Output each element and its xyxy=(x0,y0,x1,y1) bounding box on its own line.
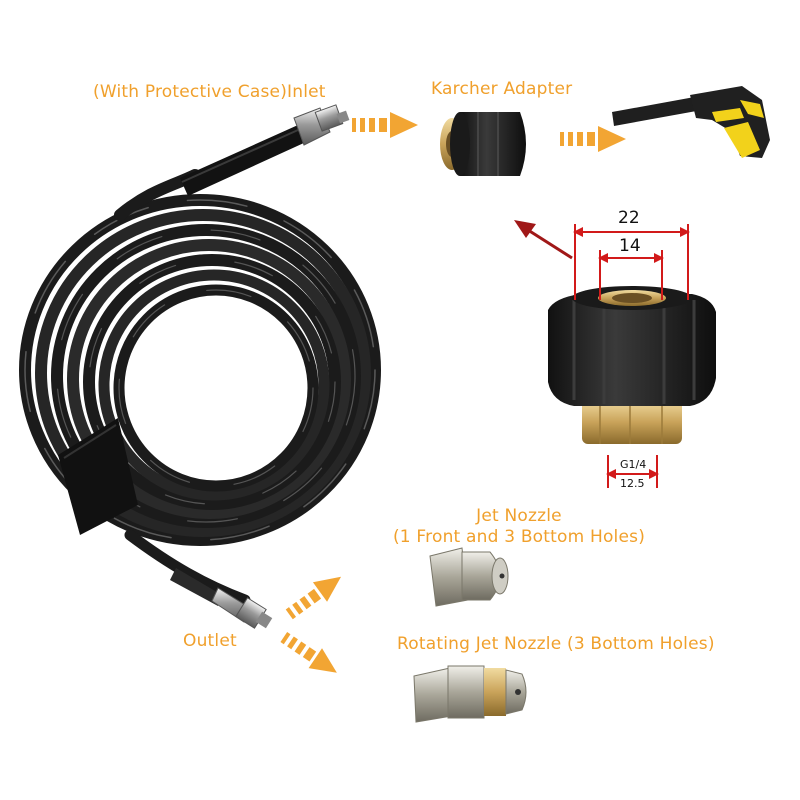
outlet-label: Outlet xyxy=(183,631,237,651)
karcher-adapter-small xyxy=(440,112,526,176)
dimension-inner: 14 xyxy=(619,236,641,256)
rotating-jet-nozzle xyxy=(413,665,527,723)
dimension-outer: 22 xyxy=(618,208,640,228)
dimension-thread-width: 12.5 xyxy=(620,477,645,490)
hose-coil xyxy=(19,169,381,606)
karcher-adapter-large xyxy=(548,286,716,444)
arrow-outlet-to-rotating-nozzle xyxy=(280,632,337,673)
arrow-outlet-to-jet-nozzle xyxy=(285,576,342,620)
inlet-label: (With Protective Case)Inlet xyxy=(93,82,326,102)
rotating-nozzle-label: Rotating Jet Nozzle (3 Bottom Holes) xyxy=(397,634,715,654)
arrow-adapter-to-gun xyxy=(560,126,626,152)
inlet-fitting xyxy=(180,104,350,196)
arrow-large-to-small-adapter xyxy=(514,220,573,260)
arrow-inlet-to-adapter xyxy=(352,112,418,138)
dimension-thread: G1/4 xyxy=(620,458,647,471)
jet-nozzle xyxy=(429,547,509,607)
dimension-lines xyxy=(573,224,690,488)
velcro-strap xyxy=(58,418,138,535)
jet-nozzle-subtitle: (1 Front and 3 Bottom Holes) xyxy=(392,527,646,547)
outlet-fitting xyxy=(170,568,273,629)
jet-nozzle-label: Jet Nozzle (1 Front and 3 Bottom Holes) xyxy=(386,506,652,548)
spray-gun xyxy=(612,86,770,158)
jet-nozzle-title: Jet Nozzle xyxy=(476,506,562,526)
karcher-adapter-label: Karcher Adapter xyxy=(431,79,573,99)
